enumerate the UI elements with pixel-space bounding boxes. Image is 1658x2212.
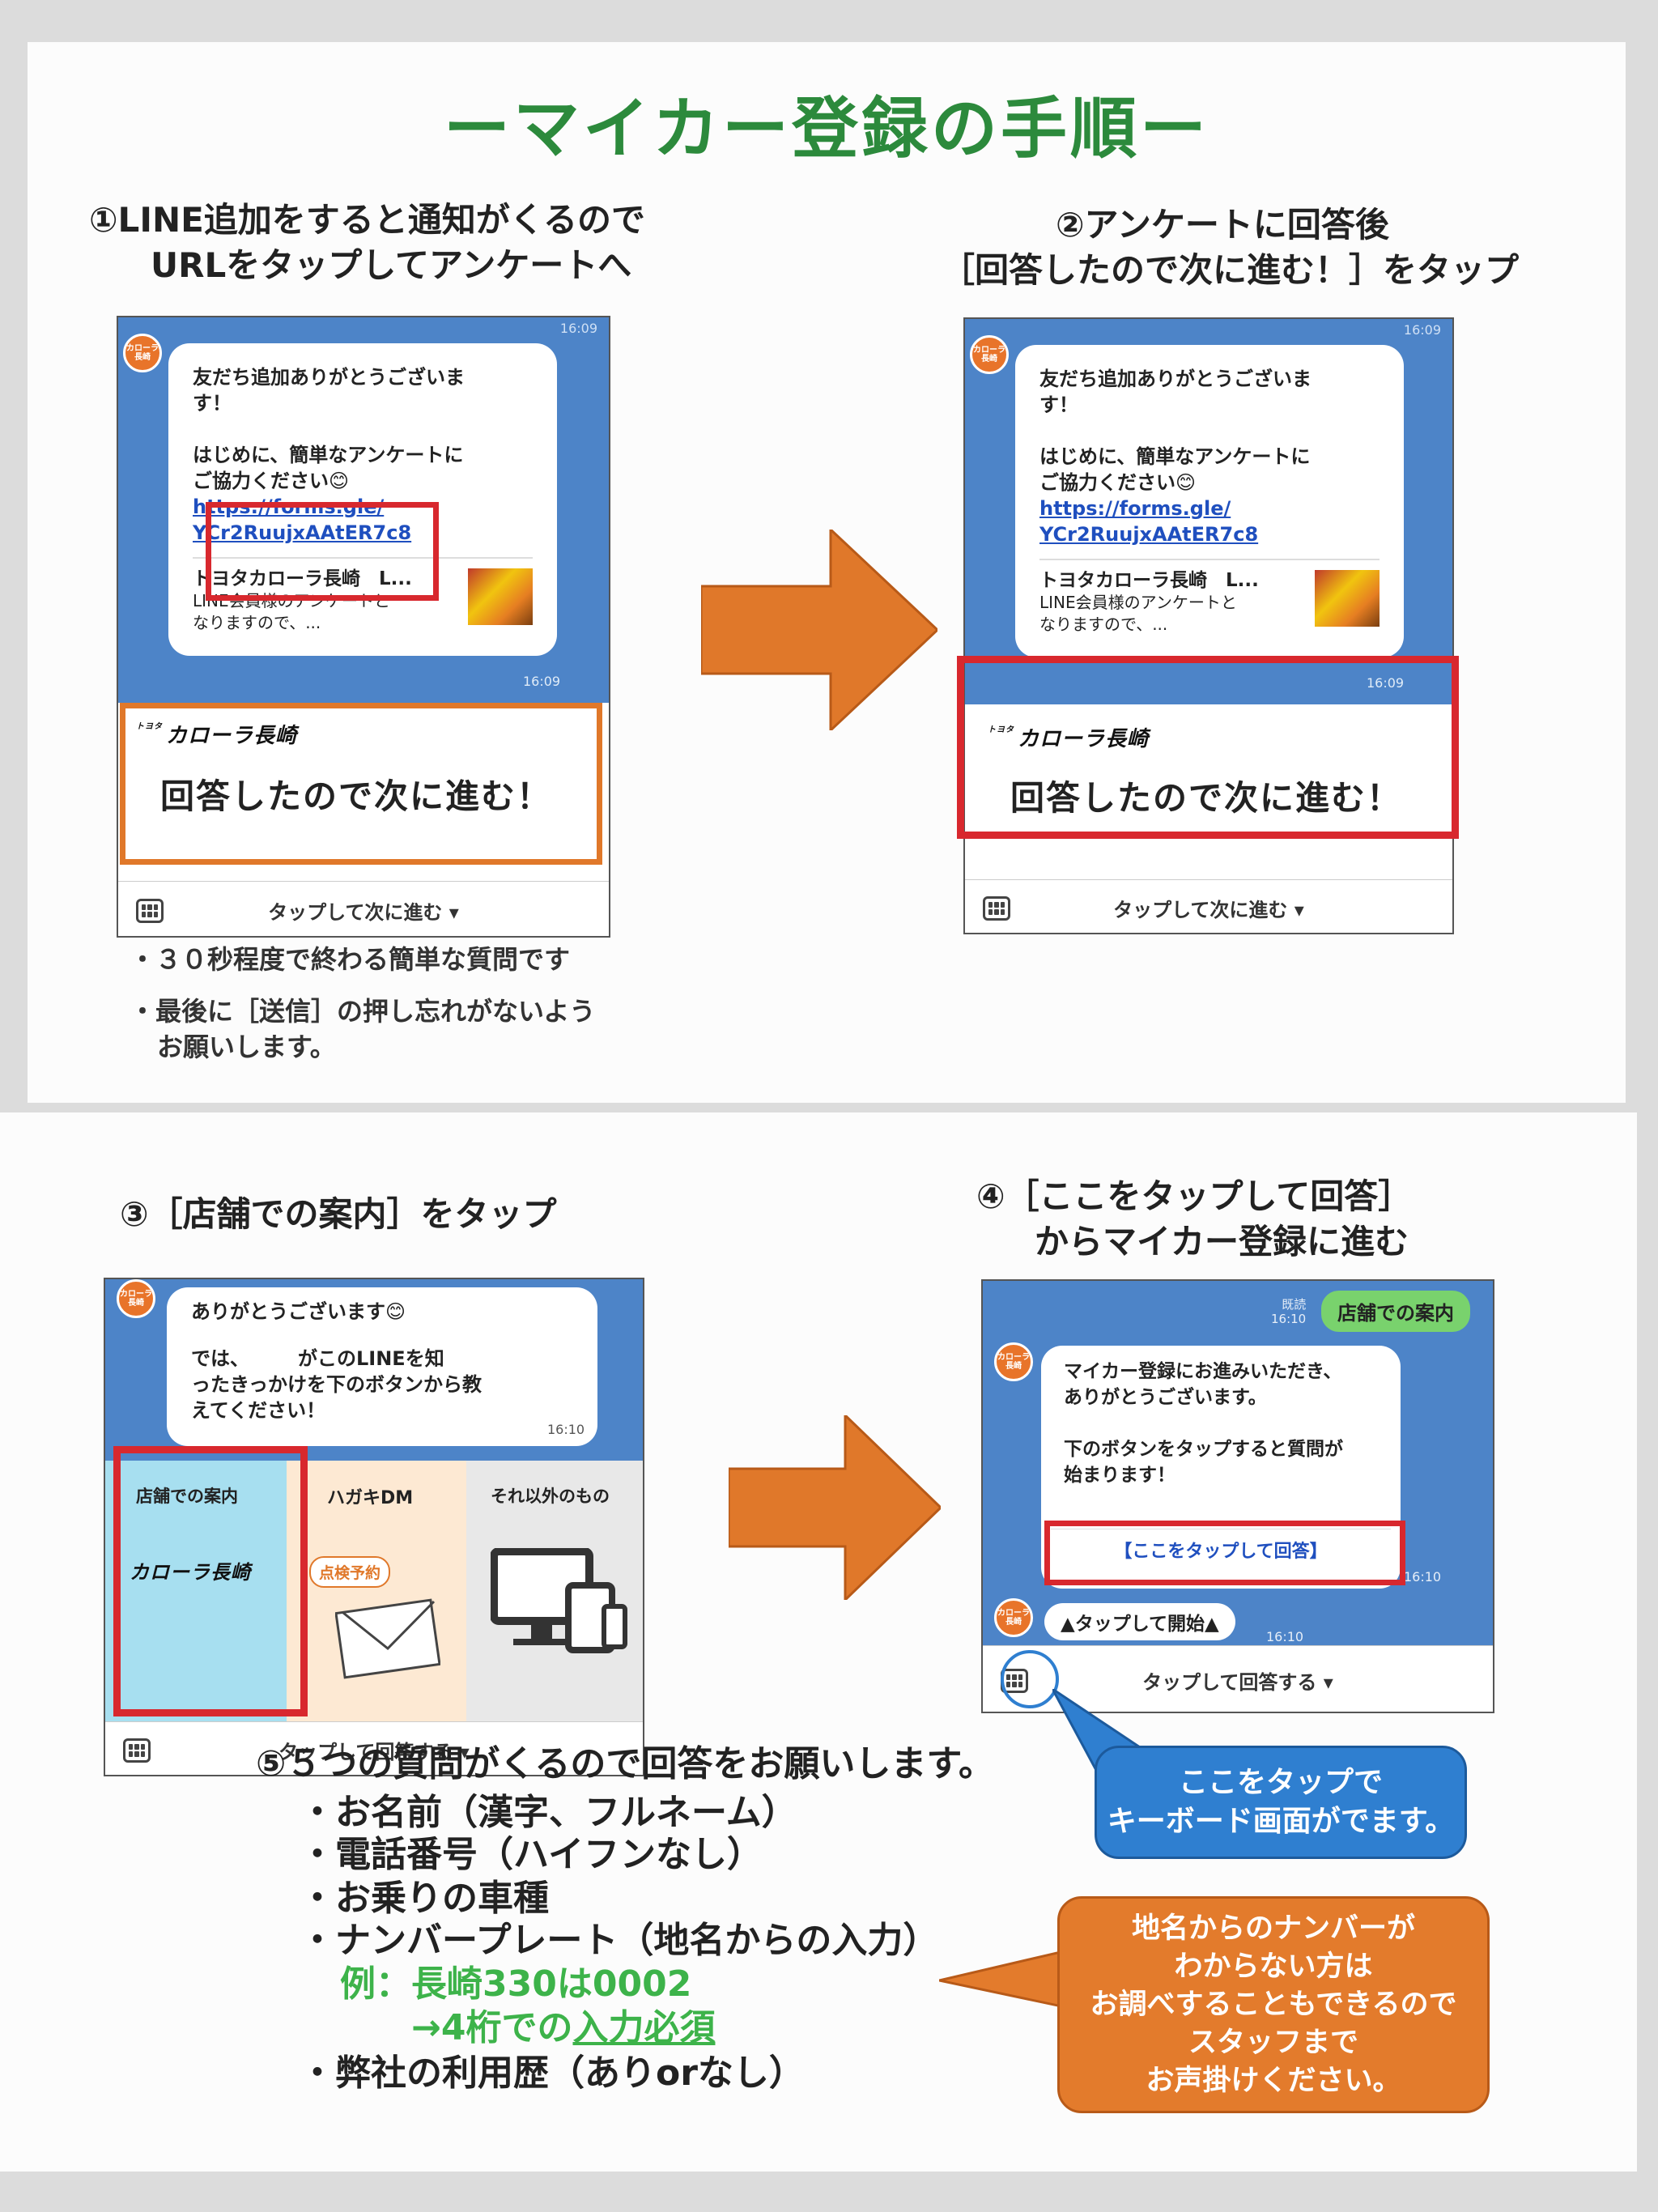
four-digit-required: →4桁での入力必須 xyxy=(411,2007,716,2048)
message-time: 16:09 xyxy=(523,674,561,689)
step5-heading: ⑤５つの質問がくるので回答をお願いします。 xyxy=(256,1743,994,1784)
status-time: 16:09 xyxy=(1403,322,1441,338)
welcome-message-bubble: 友だち追加ありがとうございま す！ はじめに、簡単なアンケートに ご協力ください… xyxy=(168,343,557,656)
survey-link-code[interactable]: YCr2RuujxAAtER7c8 xyxy=(1039,523,1259,546)
step3-chat-footer: タップして回答する ▾ xyxy=(105,1721,643,1775)
corolla-nagasaki-avatar: カローラ長崎 xyxy=(123,334,162,372)
mycar-guide-bubble: マイカー登録にお進みいただき、 ありがとうございます。 下のボタンをタップすると… xyxy=(1041,1346,1401,1589)
store-guide-highlight xyxy=(113,1446,308,1716)
step1-heading-line2: URLをタップしてアンケートへ xyxy=(151,245,632,285)
next-button-highlight xyxy=(957,656,1459,839)
note-submit-line1: ・最後に［送信］の押し忘れがないよう xyxy=(130,996,596,1027)
welcome-message-bubble: 友だち追加ありがとうございま す！ はじめに、簡単なアンケートに ご協力ください… xyxy=(1015,345,1404,657)
link-highlight xyxy=(206,502,439,601)
corolla-nagasaki-avatar: カローラ長崎 xyxy=(994,1342,1033,1381)
status-time: 16:09 xyxy=(559,321,597,336)
keyboard-icon[interactable] xyxy=(136,898,164,923)
note-30-seconds: ・３０秒程度で終わる簡単な質問です xyxy=(130,944,571,975)
step2-heading-line1: ②アンケートに回答後 xyxy=(1056,205,1389,245)
step2-chat-footer: タップして次に進む ▾ xyxy=(965,879,1452,933)
link-preview-thumbnail xyxy=(1315,570,1380,627)
footer-label[interactable]: タップして次に進む ▾ xyxy=(268,901,459,924)
next-step-button[interactable]: 回答したので次に進む！ xyxy=(160,776,553,816)
question-item-number-plate: ・ナンバープレート（地名からの入力） xyxy=(300,1920,939,1961)
survey-link[interactable]: https://forms.gle/ xyxy=(1039,497,1231,520)
message-time: 16:10 xyxy=(547,1422,585,1437)
step2-chat-screen: 16:09 カローラ長崎 友だち追加ありがとうございま す！ はじめに、簡単なア… xyxy=(963,317,1454,934)
corolla-nagasaki-avatar: カローラ長崎 xyxy=(970,335,1009,374)
arrow-right-icon xyxy=(701,530,937,730)
tap-to-start-bubble[interactable]: ▲タップして開始▲ xyxy=(1044,1603,1235,1640)
step4-heading-line1: ④［ここをタップして回答］ xyxy=(976,1176,1413,1216)
keyboard-hint-callout: ここをタップで キーボード画面がでます。 xyxy=(1095,1746,1467,1859)
brand-logo: トヨタカローラ長崎 xyxy=(136,722,298,748)
keyboard-icon[interactable] xyxy=(983,895,1010,921)
number-plate-example: 例：長崎330は0002 xyxy=(340,1963,692,2005)
brand-logo: トヨタカローラ長崎 xyxy=(988,725,1150,751)
envelope-icon xyxy=(335,1598,440,1679)
bottom-sheet: ③［店舗での案内］をタップ ④［ここをタップして回答］ からマイカー登録に進む … xyxy=(0,1112,1637,2172)
corolla-nagasaki-avatar: カローラ長崎 xyxy=(994,1598,1033,1637)
question-item-usage-history: ・弊社の利用歴（ありorなし） xyxy=(300,2052,805,2094)
devices-icon xyxy=(491,1548,627,1653)
start-time: 16:10 xyxy=(1266,1629,1304,1644)
tap-to-answer-button[interactable]: 【ここをタップして回答】 xyxy=(1051,1529,1391,1565)
top-sheet: ーマイカー登録の手順ー ①LINE追加をすると通知がくるので URLをタップして… xyxy=(28,42,1626,1103)
keyboard-icon[interactable] xyxy=(123,1738,151,1763)
message-time: 16:09 xyxy=(1367,675,1405,691)
step3-rich-menu: 店舗での案内 カローラ長崎 ハガキDM 点検予約 それ以外のもの xyxy=(105,1461,643,1721)
next-step-button[interactable]: 回答したので次に進む！ xyxy=(1010,778,1403,818)
survey-link-preview-card[interactable]: トヨタカローラ長崎 L... LINE会員様のアンケートと なりますので、... xyxy=(1039,559,1380,636)
answer-button-highlight xyxy=(1044,1521,1405,1585)
option-store-guide-label: 店舗での案内 xyxy=(136,1487,238,1506)
thanks-message-bubble: ありがとうございます😊 では、 がこのLINEを知 ったきっかけを下のボタンから… xyxy=(167,1287,597,1446)
callout-pointer xyxy=(939,1946,1085,2011)
question-item-name: ・お名前（漢字、フルネーム） xyxy=(300,1792,797,1833)
step4-heading-line2: からマイカー登録に進む xyxy=(1035,1222,1409,1261)
step1-chat-screen: 16:09 カローラ長崎 友だち追加ありがとうございま す！ はじめに、簡単なア… xyxy=(117,316,610,938)
step3-chat-screen: カローラ長崎 ありがとうございます😊 では、 がこのLINEを知 ったきっかけを… xyxy=(104,1278,644,1776)
rich-menu-orange-frame xyxy=(120,703,602,865)
survey-link-preview-card[interactable]: トヨタカローラ長崎 L... LINE会員様のアンケートと なりますので、... xyxy=(193,557,533,634)
number-plate-help-callout: 地名からのナンバーが わからない方は お調べすることもできるので スタッフまで … xyxy=(1057,1896,1490,2113)
page-title: ーマイカー登録の手順ー xyxy=(443,91,1209,168)
step1-rich-menu: トヨタカローラ長崎 回答したので次に進む！ xyxy=(118,703,609,881)
footer-label[interactable]: タップして回答する ▾ xyxy=(1142,1671,1333,1694)
inspection-booking-tag: 点検予約 xyxy=(309,1556,391,1588)
option-postcard-dm-label: ハガキDM xyxy=(327,1488,414,1508)
step3-heading: ③［店舗での案内］をタップ xyxy=(120,1194,557,1234)
corolla-nagasaki-avatar: カローラ長崎 xyxy=(117,1279,155,1318)
question-item-phone: ・電話番号（ハイフンなし） xyxy=(300,1834,763,1875)
option-postcard-dm[interactable]: ハガキDM 点検予約 xyxy=(287,1461,466,1721)
note-submit-line2: お願いします。 xyxy=(157,1032,336,1062)
footer-label[interactable]: タップして回答する ▾ xyxy=(278,1741,470,1763)
keyboard-icon-circle xyxy=(1001,1650,1059,1708)
read-receipt: 既読 16:10 xyxy=(1271,1297,1307,1326)
link-preview-thumbnail xyxy=(468,568,533,625)
footer-label[interactable]: タップして次に進む ▾ xyxy=(1113,899,1304,921)
survey-link-code[interactable]: YCr2RuujxAAtER7c8 xyxy=(193,521,412,544)
step2-heading-line2: ［回答したので次に進む！］をタップ xyxy=(941,250,1520,290)
option-other[interactable]: それ以外のもの xyxy=(466,1461,643,1721)
brand-logo: カローラ長崎 xyxy=(130,1561,251,1584)
question-item-car-model: ・お乗りの車種 xyxy=(300,1878,549,1919)
arrow-right-icon xyxy=(729,1415,941,1600)
step2-rich-menu: トヨタカローラ長崎 回答したので次に進む！ xyxy=(965,704,1452,879)
sent-store-guide-bubble: 店舗での案内 xyxy=(1321,1291,1470,1332)
step1-chat-footer: タップして次に進む ▾ xyxy=(118,881,609,936)
step1-heading-line1: ①LINE追加をすると通知がくるので xyxy=(89,200,645,240)
option-other-label: それ以外のもの xyxy=(491,1487,610,1506)
step4-chat-screen: 既読 16:10 店舗での案内 カローラ長崎 マイカー登録にお進みいただき、 あ… xyxy=(981,1279,1494,1713)
message-time: 16:10 xyxy=(1404,1569,1442,1585)
option-store-guide[interactable]: 店舗での案内 カローラ長崎 xyxy=(105,1461,287,1721)
